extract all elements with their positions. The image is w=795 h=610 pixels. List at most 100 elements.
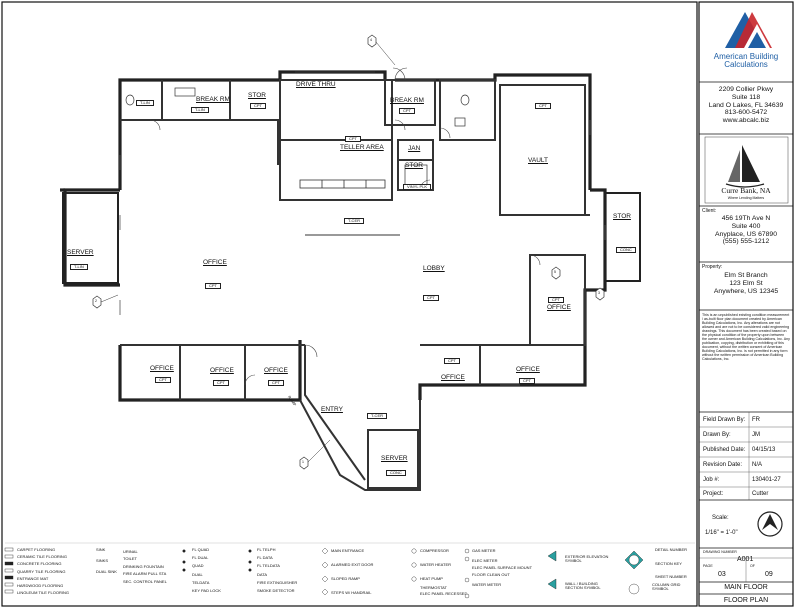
- legend-item: STEPS W/ HANDRAIL: [331, 590, 372, 595]
- floor-tag-t-cer: T-CER: [367, 413, 387, 419]
- address-line: Suite 118: [731, 93, 761, 101]
- room-label-office-right: OFFICE: [547, 304, 571, 311]
- room-label-teller-area: TELLER AREA: [340, 144, 384, 151]
- callout-number: 3: [598, 291, 600, 295]
- legend-column-grid: COLUMN GRID SYMBOL: [652, 582, 681, 591]
- bank-tagline: Where Lending Matters: [727, 196, 765, 200]
- company-name-line: Calculations: [724, 60, 768, 70]
- legend-item: TELDATA: [192, 579, 210, 585]
- legend-item: FL DATA: [257, 555, 273, 561]
- legend-item: FL TELPH: [257, 547, 276, 552]
- legend-item: CERAMIC TILE FLOORING: [17, 554, 67, 560]
- property-line: 123 Elm St: [729, 279, 763, 287]
- legend-item: CARPET FLOORING: [17, 547, 56, 552]
- page-number: 03: [718, 571, 726, 578]
- room-label-server-left: SERVER: [67, 249, 94, 256]
- legend-item: FL QUAD: [192, 547, 210, 552]
- interior-walls: [120, 79, 590, 491]
- company-name: American Building Calculations: [701, 52, 791, 70]
- page-label: PAGE: [703, 564, 713, 568]
- page-total: 09: [765, 571, 773, 578]
- room-label-entry: ENTRY: [321, 406, 343, 413]
- published-date-value: 04/15/13: [752, 447, 776, 453]
- room-label-office-b4: OFFICE: [441, 374, 465, 381]
- legend-flooring: CARPET FLOORING CERAMIC TILE FLOORING CO…: [5, 548, 69, 595]
- legend-item: ELEC PANEL RECESSED: [420, 591, 468, 596]
- legend-item: THERMOSTAT: [420, 585, 447, 590]
- drawn-by-label: Drawn By:: [703, 432, 731, 438]
- revision-date-value: N/A: [752, 462, 763, 468]
- legend-meters: GAS METER ELEC METER ELEC PANEL SURFACE …: [472, 549, 532, 587]
- legend-item: DATA: [257, 571, 268, 577]
- room-label-office-main: OFFICE: [203, 259, 227, 266]
- room-label-office-b2: OFFICE: [210, 367, 234, 374]
- floor-tag-cpt: CPT: [205, 283, 221, 289]
- client-info: 456 19Th Ave N Suite 400 Anyplace, US 67…: [701, 215, 791, 246]
- legend-item: SINK: [96, 547, 106, 552]
- title-block-dividers: [699, 81, 793, 595]
- floor-tag-t-lin: T-LIN: [136, 100, 154, 106]
- room-label-break-rm-left: BREAK RM: [196, 96, 230, 103]
- room-label-stor-right: STOR: [613, 213, 631, 220]
- legend-item: TOILET: [123, 556, 137, 562]
- legend-item: ELEC METER: [472, 558, 498, 563]
- legend-detail-number: DETAIL NUMBER: [655, 547, 688, 552]
- job-number-label: Job #:: [703, 477, 720, 483]
- floor-tag-vinyl-plk: VINYL PLK: [403, 184, 432, 190]
- floor-tag-cpt: CPT: [548, 297, 564, 303]
- client-line: (555) 555-1212: [722, 238, 770, 246]
- scale-label: Scale:: [712, 515, 729, 521]
- project-value: Cutter: [752, 491, 769, 497]
- property-line: Elm St Branch: [724, 272, 768, 279]
- property-label: Property:: [702, 264, 723, 270]
- legend-item: ALARMED EXIT DOOR: [331, 562, 374, 567]
- legend-item: SEC. CONTROL PANEL: [123, 578, 167, 584]
- legend-item: KEY PAD LOCK: [192, 587, 221, 593]
- callout-number: 5: [554, 270, 556, 274]
- room-label-office-b3: OFFICE: [264, 367, 288, 374]
- legend-item: DUAL SINK: [96, 569, 117, 574]
- legend-fixtures-a: SINK SINKS DUAL SINK: [96, 548, 117, 574]
- legend-item: QUARRY TILE FLOORING: [17, 568, 66, 574]
- legend-item: FLOOR CLEAN OUT: [472, 572, 510, 577]
- legend-item: FIRE EXTINGUISHER: [257, 579, 298, 585]
- client-label: Client:: [702, 208, 717, 214]
- bank-name: Curre Bank, NA: [721, 186, 771, 195]
- floor-tag-cpt: CPT: [268, 380, 284, 386]
- floor-tag-cpt: CPT: [519, 378, 535, 384]
- legend-electrical-1: FL QUAD FL DUAL QUAD DUAL TELDATA KEY PA…: [192, 548, 221, 593]
- floor-tag-cpt: CPT: [535, 103, 551, 109]
- legend-item: FL TELDATA: [257, 563, 280, 569]
- client-line: Suite 400: [731, 222, 761, 230]
- drawing-number: A001: [737, 556, 754, 563]
- legend-fixtures-b: URINAL TOILET DRINKING FOUNTAIN FIRE ALA…: [123, 550, 167, 584]
- legend-item: FL DUAL: [192, 555, 209, 561]
- disclaimer-text: This is an unpublished existing conditio…: [702, 313, 790, 362]
- client-line: Anyplace, US 67890: [715, 230, 777, 238]
- sheet-title-2: FLOOR PLAN: [723, 597, 769, 604]
- field-drawn-by-label: Field Drawn By:: [703, 417, 746, 423]
- company-name-line: American Building: [713, 52, 779, 61]
- room-label-break-rm-right: BREAK RM: [390, 97, 424, 104]
- room-label-vault: VAULT: [528, 157, 548, 164]
- field-drawn-by-value: FR: [752, 417, 760, 423]
- sheet-title-1: MAIN FLOOR: [724, 584, 768, 591]
- legend-item: FIRE ALARM PULL STA: [123, 571, 167, 577]
- room-label-lobby: LOBBY: [423, 265, 445, 272]
- room-label-server-bottom: SERVER: [381, 455, 408, 462]
- room-label-office-b1: OFFICE: [150, 365, 174, 372]
- title-block-border: [698, 1, 794, 607]
- callout-number: 1: [302, 460, 304, 464]
- sailboat-logo: [704, 136, 789, 204]
- company-address: 2209 Collier Pkwy Suite 118 Land O Lakes…: [701, 86, 791, 125]
- legend-item: ELEC PANEL SURFACE MOUNT: [472, 565, 533, 570]
- room-label-drive-thru: DRIVE THRU: [296, 81, 336, 88]
- legend-electrical-2: FL TELPH FL DATA FL TELDATA DATA FIRE EX…: [257, 548, 297, 593]
- floor-tag-t-cer: T-CER: [344, 218, 364, 224]
- floor-tag-cpt: CPT: [345, 136, 361, 142]
- server-room-left: [62, 192, 119, 284]
- legend-item: MAIN ENTRANCE: [331, 548, 365, 553]
- room-label-stor-mid: STOR: [405, 162, 423, 169]
